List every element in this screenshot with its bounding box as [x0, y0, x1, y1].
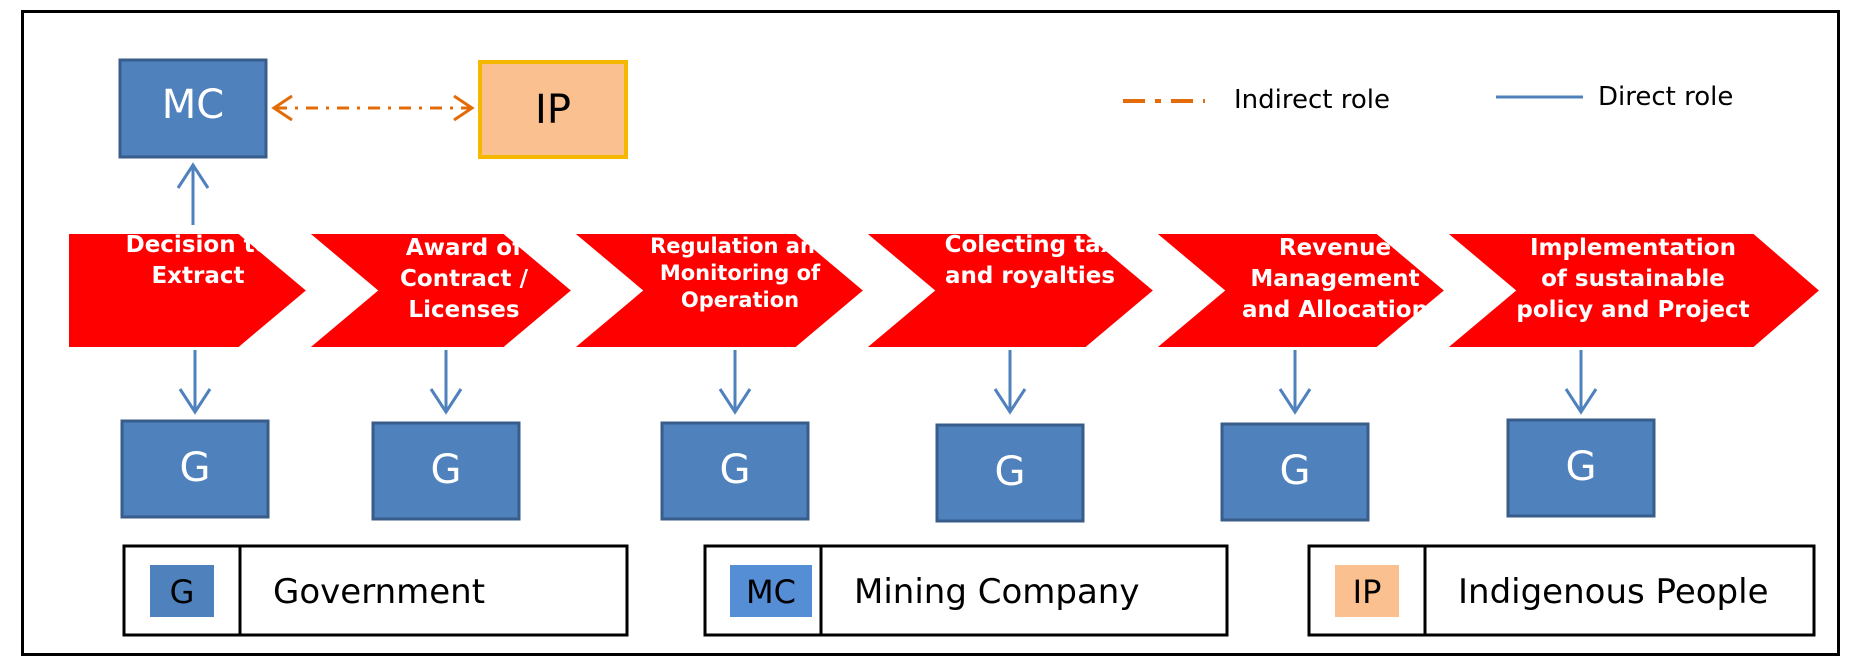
key-government: G Government	[122, 544, 629, 637]
government-box	[660, 421, 810, 521]
key-label: Government	[273, 572, 485, 612]
stage-label-line: policy and Project	[1516, 297, 1749, 323]
stage-chevron	[554, 226, 876, 355]
stage-label-line: Management	[1250, 266, 1419, 292]
stage-label-line: Colecting tax	[945, 232, 1116, 258]
key-swatch	[1335, 565, 1399, 617]
stage-chevron	[846, 226, 1166, 355]
stage-down-arrow	[178, 350, 212, 415]
stage-label-line: Regulation and	[650, 234, 830, 258]
mc-ip-indirect-arrow	[271, 94, 475, 122]
key-swatch	[150, 565, 214, 617]
mc-box	[118, 58, 268, 159]
stage-label-line: Revenue	[1279, 235, 1391, 261]
government-box	[371, 421, 521, 521]
key-label: Indigenous People	[1458, 572, 1768, 612]
mc-box-label: MC	[162, 82, 224, 128]
stage-chevron	[289, 226, 584, 355]
stage-label-line: of sustainable	[1541, 266, 1725, 292]
indirect-role-legend-label: Indirect role	[1234, 85, 1390, 115]
decision-to-mc-arrow	[176, 162, 210, 225]
government-box-label: G	[1280, 448, 1311, 494]
stage-chevron	[1427, 226, 1832, 355]
stage-label-line: Licenses	[408, 297, 519, 323]
key-mining-company: MC Mining Company	[703, 544, 1229, 637]
stage-label-line: Decision to	[126, 232, 271, 258]
key-swatch-code: IP	[1353, 573, 1382, 611]
key-swatch	[730, 565, 812, 617]
diagram-frame	[21, 10, 1840, 656]
government-box	[1506, 418, 1656, 518]
government-box-label: G	[720, 447, 751, 493]
government-box	[1220, 422, 1370, 522]
stage-label-line: and royalties	[945, 263, 1115, 289]
stage-label-line: Extract	[151, 263, 244, 289]
key-swatch-code: MC	[746, 573, 796, 611]
ip-box	[478, 60, 628, 159]
government-box-label: G	[1566, 444, 1597, 490]
government-box	[935, 423, 1085, 523]
stage-label-line: Operation	[681, 288, 799, 312]
stage-chevron	[61, 226, 319, 355]
direct-role-legend-label: Direct role	[1598, 82, 1733, 112]
stage-down-arrow	[429, 350, 463, 415]
stage-6: Implementation of sustainable policy and P…	[1427, 226, 1832, 518]
stage-down-arrow	[993, 350, 1027, 415]
stage-label-line: and Allocation	[1242, 297, 1428, 323]
key-label: Mining Company	[854, 572, 1139, 612]
stage-label-line: Contract /	[400, 266, 529, 292]
stage-down-arrow	[1564, 350, 1598, 415]
stage-chevron	[1136, 226, 1457, 355]
stage-down-arrow	[718, 350, 752, 415]
key-indigenous-people: IP Indigenous People	[1307, 544, 1816, 637]
government-box	[120, 419, 270, 519]
government-box-label: G	[431, 447, 462, 493]
key-swatch-code: G	[170, 573, 195, 611]
stage-label-line: Monitoring of	[660, 261, 821, 285]
stage-label-line: Award of	[406, 235, 523, 261]
government-box-label: G	[180, 445, 211, 491]
stage-down-arrow	[1278, 350, 1312, 415]
ip-box-label: IP	[535, 87, 571, 133]
government-box-label: G	[995, 449, 1026, 495]
stage-label-line: Implementation	[1530, 235, 1736, 261]
